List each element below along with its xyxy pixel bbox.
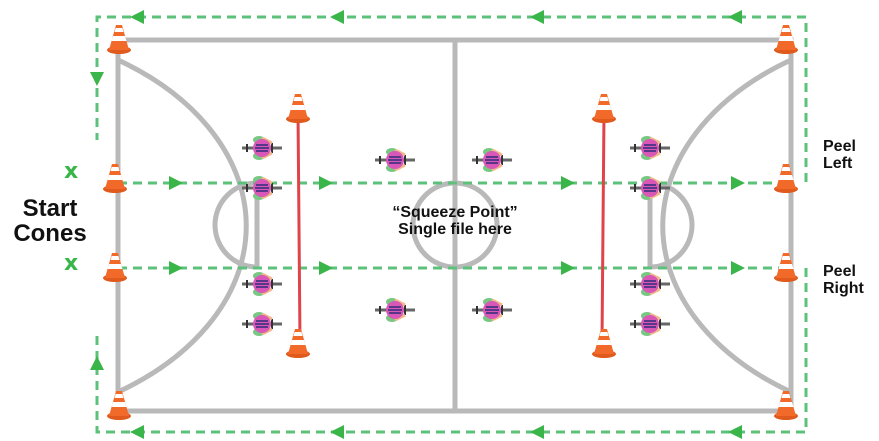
direction-arrow-icon: [130, 10, 144, 24]
key-circle-left: [212, 180, 258, 270]
traffic-cone-icon: [103, 164, 127, 193]
peel-left-line2: Left: [823, 154, 853, 172]
rope-right: [600, 111, 606, 343]
direction-arrow-icon: [330, 425, 344, 439]
start-label-line1: Start: [22, 195, 78, 222]
rope-left: [296, 111, 302, 343]
direction-arrow-icon: [130, 425, 144, 439]
direction-arrow-icon: [731, 176, 745, 190]
cyclist-topdown-icon: [373, 146, 417, 174]
cyclist-topdown-icon: [240, 174, 284, 202]
traffic-cone-icon: [286, 94, 310, 123]
direction-arrow-icon: [530, 10, 544, 24]
traffic-cone-icon: [592, 94, 616, 123]
court-lines: [115, 37, 794, 414]
start-cones-label: Start Cones: [0, 195, 100, 248]
direction-arrow-icon: [731, 261, 745, 275]
direction-arrow-icon: [561, 176, 575, 190]
cyclist-topdown-icon: [470, 296, 514, 324]
direction-arrow-icon: [728, 10, 742, 24]
direction-arrow-icon: [169, 176, 183, 190]
ropes: [296, 111, 606, 343]
peel-left-label: Peel Left: [823, 138, 856, 173]
peel-right-label: Peel Right: [823, 263, 864, 298]
direction-arrow-icon: [319, 176, 333, 190]
cyclist-topdown-icon: [373, 296, 417, 324]
cyclist-topdown-icon: [628, 310, 672, 338]
direction-arrow-icon: [319, 261, 333, 275]
cyclist-topdown-icon: [628, 134, 672, 162]
cyclist-topdown-icon: [628, 270, 672, 298]
traffic-cone-icon: [592, 329, 616, 358]
traffic-cone-icon: [107, 391, 131, 420]
traffic-cone-icon: [774, 164, 798, 193]
three-point-arc-right: [660, 57, 793, 395]
squeeze-point-label: “Squeeze Point” Single file here: [340, 204, 570, 239]
direction-arrow-icon: [728, 425, 742, 439]
direction-arrow-icon: [90, 356, 104, 370]
peel-left-line1: Peel: [823, 138, 856, 155]
start-label-line2: Cones: [13, 220, 87, 248]
squeeze-label-line2: Single file here: [398, 220, 512, 238]
cyclist-topdown-icon: [240, 310, 284, 338]
outer-loop-bottom: [95, 268, 808, 434]
direction-arrow-icon: [530, 425, 544, 439]
peel-right-line2: Right: [823, 279, 864, 297]
start-marker-x-top: x: [64, 159, 79, 184]
cyclist-topdown-icon: [240, 134, 284, 162]
traffic-cone-icon: [774, 253, 798, 282]
direction-arrow-icon: [90, 72, 104, 86]
direction-arrow-icon: [330, 10, 344, 24]
direction-arrow-icon: [169, 261, 183, 275]
traffic-cone-icon: [286, 329, 310, 358]
cyclist-topdown-icon: [470, 146, 514, 174]
traffic-cone-icon: [774, 391, 798, 420]
three-point-arc-left: [116, 57, 249, 395]
start-marker-x-bottom: x: [64, 251, 79, 276]
arrows: [90, 10, 745, 439]
cyclist-topdown-icon: [240, 270, 284, 298]
squeeze-label-line1: “Squeeze Point”: [392, 204, 518, 221]
direction-arrow-icon: [561, 261, 575, 275]
peel-right-line1: Peel: [823, 263, 856, 280]
